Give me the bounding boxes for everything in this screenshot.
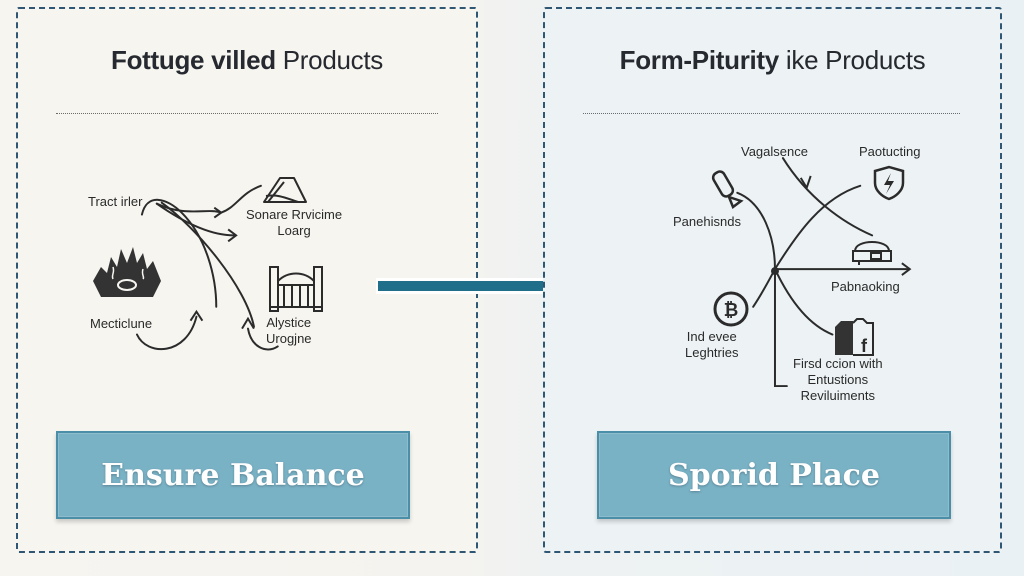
svg-text:₿: ₿ (724, 300, 739, 321)
service-line-1: Sonare Rrvicime (246, 207, 343, 222)
shield-lightning-icon (873, 165, 905, 201)
right-title-bold: Form-Piturity (619, 45, 780, 75)
connector-vagalsence (781, 157, 874, 237)
left-title-divider (56, 113, 438, 114)
arrowhead-alystice (241, 316, 255, 330)
left-title-light: Products (282, 45, 384, 75)
right-title-divider (583, 113, 960, 114)
node-label-service: Sonare Rrvicime Loarg (246, 207, 342, 239)
svg-text:f: f (861, 336, 868, 356)
alystice-line-1: Alystice (266, 315, 312, 330)
connector-vertical-stem (773, 268, 788, 388)
node-label-tract: Tract irler (88, 194, 143, 209)
connector-tract-to-alystice (160, 201, 255, 328)
arrowhead-pabnaoking (901, 262, 912, 276)
arrowhead-vagalsence (799, 175, 812, 191)
connector-indevee (752, 268, 776, 308)
tent-book-icon (263, 177, 307, 203)
alystice-line-2: Urogjne (266, 331, 312, 346)
building-gate-icon (269, 266, 323, 312)
service-line-2: Loarg (277, 223, 311, 238)
first-line-1: Firsd ccion with (793, 356, 883, 371)
first-line-3: Reviluiments (800, 388, 875, 403)
node-label-panehisnds: Panehisnds (673, 214, 741, 229)
right-panel-title: Form-Piturity ike Products (545, 45, 1000, 76)
social-media-jar-icon: f (835, 318, 874, 356)
connector-paotucting (773, 184, 862, 271)
left-panel-title: Fottuge villed Products (18, 45, 476, 76)
indevee-line-2: Leghtries (685, 345, 739, 360)
right-panel: Form-Piturity ike Products Vagalsence Pa… (543, 7, 1002, 553)
arrowhead-service-top (213, 206, 223, 219)
node-label-first: Firsd ccion with Entustions Reviluiments (793, 356, 883, 404)
node-label-vagalsence: Vagalsence (741, 144, 808, 159)
arrowhead-mecticlune (189, 309, 204, 322)
node-label-paotucting: Paotucting (859, 144, 921, 159)
sporid-place-button[interactable]: Sporid Place (597, 431, 951, 519)
bitcoin-coin-icon: ₿ (713, 291, 749, 327)
first-line-2: Entustions (807, 372, 869, 387)
indevee-line-1: Ind evee (686, 329, 737, 344)
node-label-indevee: Ind evee Leghtries (685, 329, 738, 361)
connector-first (773, 268, 834, 336)
node-label-alystice: Alystice Urogjne (266, 315, 312, 347)
connector-tract-to-service (155, 202, 236, 237)
node-label-mecticlune: Mecticlune (90, 316, 153, 331)
dome-building-icon (852, 241, 892, 265)
fire-icon (93, 247, 161, 297)
ensure-balance-button[interactable]: Ensure Balance (56, 431, 410, 519)
node-label-pabnaoking: Pabnaoking (831, 279, 900, 294)
hub-node (771, 267, 779, 276)
arrowhead-service (227, 228, 238, 243)
left-title-bold: Fottuge villed (111, 45, 276, 75)
right-title-light: ike Products (785, 45, 926, 75)
device-pen-icon (711, 170, 744, 209)
